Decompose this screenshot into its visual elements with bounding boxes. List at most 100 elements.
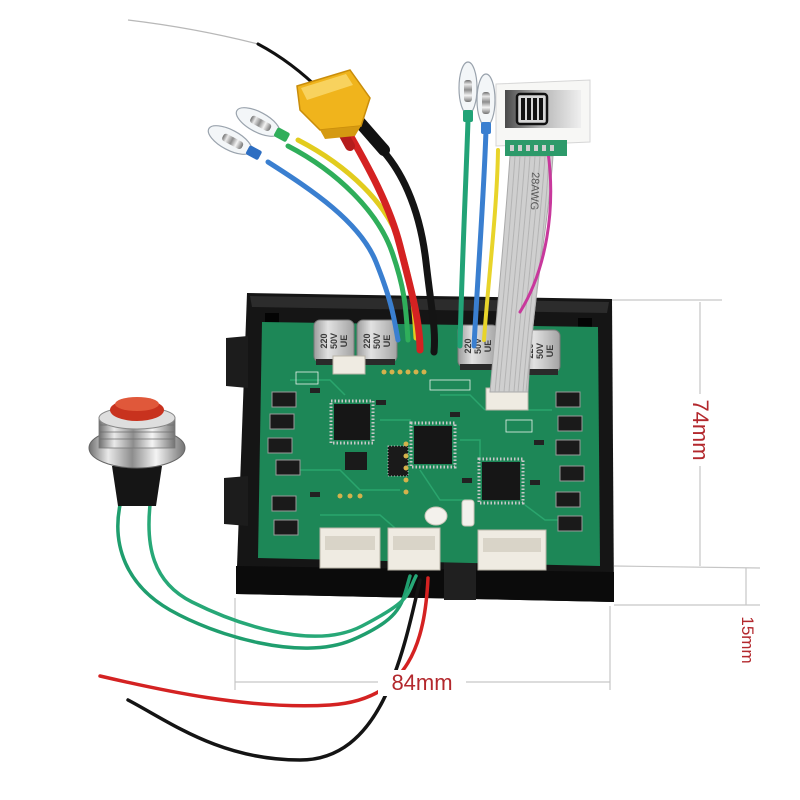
trace (300, 469, 400, 491)
resistor (462, 478, 472, 483)
capacitor-capacitance: 220 (463, 338, 473, 353)
soic-chip (345, 452, 367, 470)
pad (397, 369, 403, 375)
phase-wire-blue-right (471, 127, 489, 349)
pad (403, 453, 409, 459)
mosfet-column-left (267, 391, 301, 536)
mosfet (267, 437, 293, 454)
pad (421, 369, 427, 375)
silkscreen-outline (505, 419, 533, 433)
top-wires (265, 117, 500, 356)
chip-body (414, 426, 452, 464)
ribbon-stripe (522, 155, 546, 393)
pin (542, 145, 546, 151)
power-wire-red (342, 124, 424, 354)
enclosure-clip (226, 336, 248, 388)
bullet-connector (207, 125, 262, 160)
bullet-connector-crimp (274, 127, 290, 142)
capacitor-base (359, 359, 395, 365)
capacitor-voltage: 50V (329, 333, 339, 349)
pin (510, 145, 514, 151)
microcontroller-chip (477, 457, 525, 505)
bottom-wires (98, 503, 430, 762)
pin (534, 145, 538, 151)
capacitor: 220 50V UE (356, 319, 398, 365)
chip-body (482, 462, 520, 500)
ribbon-stripe (503, 155, 526, 393)
ribbon-cable-marking: 28AWG (528, 172, 541, 211)
bullet-connector (458, 61, 478, 122)
enclosure-cable-notch (444, 562, 476, 600)
jst-connector (387, 527, 441, 571)
indicator-pins (510, 145, 554, 151)
label-background (738, 612, 758, 668)
battery-bar (527, 98, 531, 120)
pad (337, 493, 343, 499)
chip-pins (477, 457, 525, 505)
mosfet (555, 439, 581, 456)
button-cap-top (115, 397, 159, 411)
push-button (88, 397, 186, 506)
enclosure-front-face (236, 566, 614, 602)
silkscreen-outline (295, 371, 319, 385)
signal-wire-pink (518, 150, 553, 314)
circuit-board: 220 50V UE 220 50V UE 220 50V UE (258, 319, 600, 571)
signal-wire-yellow (482, 148, 500, 342)
ribbon-stripe (498, 155, 521, 393)
trace (290, 379, 346, 396)
pad (403, 477, 409, 483)
bullet-connector-crimp (481, 122, 491, 134)
silkscreen-outline (429, 379, 471, 391)
button-wire-green (116, 503, 412, 650)
resistor (376, 400, 386, 405)
capacitor-voltage: 50V (473, 338, 483, 354)
mosfet (271, 495, 297, 512)
label-background (690, 394, 712, 466)
trace (460, 439, 481, 460)
pad (347, 493, 353, 499)
soic-chip (387, 445, 409, 477)
label-background (378, 670, 466, 696)
resistor (534, 440, 544, 445)
mosfet (557, 415, 583, 432)
ribbon-stripe (517, 155, 541, 393)
ground-wire-black (368, 136, 439, 356)
battery-level-icon (515, 92, 549, 126)
pad (413, 369, 419, 375)
depth-dimension-text: 15mm (738, 616, 757, 663)
capacitor-voltage: 50V (535, 343, 545, 359)
button-wire-green (147, 503, 418, 638)
bullet-connector-barrel (250, 115, 272, 132)
pin (518, 145, 522, 151)
height-dimension-text: 74mm (688, 399, 713, 460)
chip-pins (409, 421, 457, 469)
white-component (424, 506, 448, 526)
capacitor-capacitance: 220 (362, 333, 372, 348)
trace (419, 469, 470, 501)
battery-bar (521, 98, 525, 120)
connector-slot (325, 536, 375, 550)
xt60-highlight (301, 74, 353, 100)
bullet-connector (476, 73, 496, 134)
signal-wire-red (98, 576, 430, 708)
ribbon-cable: 28AWG (489, 155, 554, 393)
trace (440, 394, 486, 411)
jst-connector-small (332, 355, 366, 375)
capacitor-voltage: 50V (372, 333, 382, 349)
chip-body (334, 404, 370, 440)
pin (550, 145, 554, 151)
capacitor-series: UE (483, 340, 493, 353)
mosfet (275, 459, 301, 476)
mosfet (555, 391, 581, 408)
bullet-connector (235, 107, 290, 142)
width-label: 84mm (378, 670, 466, 696)
resistor (310, 492, 320, 497)
mosfet (557, 515, 583, 532)
battery-bar (539, 98, 543, 120)
connector-slot (393, 536, 435, 550)
capacitor: 220 50V UE (457, 324, 499, 370)
mosfet (555, 491, 581, 508)
bullet-connector-crimp (246, 145, 262, 160)
passive-components (295, 371, 544, 497)
